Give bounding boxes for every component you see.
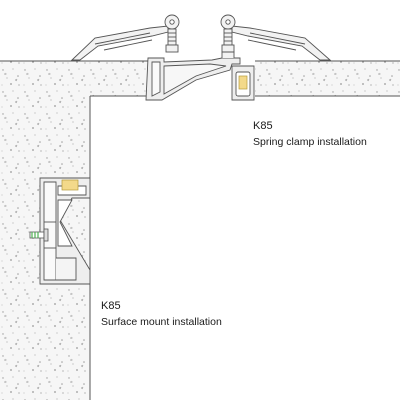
surface-mount-model-label: K85 xyxy=(101,300,121,312)
surface-mount-installation-label: Surface mount installation xyxy=(101,316,222,328)
recessed-profile xyxy=(145,51,241,101)
spring-clip-left xyxy=(70,14,180,61)
spring-clamp-installation-label: Spring clamp installation xyxy=(253,136,367,148)
spring-clip-right xyxy=(220,14,332,61)
spring-clamp-model-label: K85 xyxy=(253,120,273,132)
spring-clamp-end-cap xyxy=(231,65,255,101)
surface-mount-profile xyxy=(39,177,91,285)
mounting-screw xyxy=(29,228,49,242)
